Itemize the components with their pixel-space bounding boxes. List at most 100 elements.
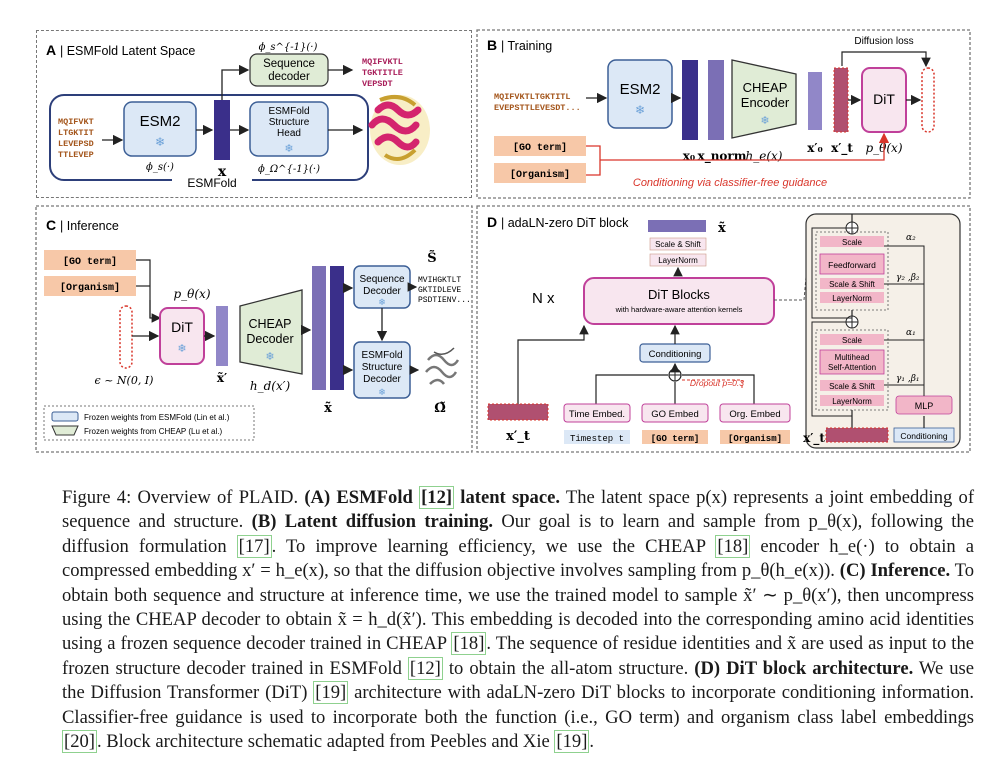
svg-text:MQIFVKT: MQIFVKT	[58, 117, 94, 127]
dit-blocks-box	[583, 277, 775, 325]
alpha-2-label: α₂	[906, 233, 916, 243]
organism-label-b: [Organism]	[510, 169, 570, 181]
organism-label-d: [Organism]	[728, 434, 782, 444]
svg-text:VEPSDT: VEPSDT	[362, 79, 393, 89]
panel-a-input-seq: MQIFVKT LTGKTIT LEVEPSD TTLEVEP	[58, 117, 94, 160]
citation-link[interactable]: [20]	[62, 730, 97, 754]
snowflake-icon: ❄	[635, 103, 645, 117]
snowflake-icon: ❄	[760, 115, 769, 127]
xt-input-bar-d	[487, 403, 549, 421]
conditioning-label-b: Conditioning via classifier-free guidanc…	[633, 177, 827, 189]
output-xtilde-label: x̃	[718, 221, 726, 236]
citation-link[interactable]: [19]	[554, 730, 590, 754]
structure-head-box	[249, 101, 329, 157]
svg-text:GKTIDLEVE: GKTIDLEVE	[418, 286, 461, 295]
s-tilde-label: S̃	[427, 250, 436, 266]
gamma-beta-1-label: γ₁ ,β₁	[896, 374, 920, 384]
go-term-chip-d	[642, 430, 708, 444]
go-term-chip-c	[44, 250, 136, 270]
organism-label-c: [Organism]	[60, 282, 120, 294]
cheap-encoder-label-1: CHEAP	[743, 80, 788, 95]
layernorm-2	[820, 292, 884, 303]
svg-text:MQIFVKTL: MQIFVKTL	[362, 57, 403, 67]
dit-label-c: DiT	[171, 319, 193, 335]
panel-d-letter: D	[487, 214, 497, 230]
scale-shift-1	[820, 380, 884, 391]
dit-blocks-sublabel: with hardware-aware attention kernels	[615, 305, 743, 314]
figure-caption: Figure 4: Overview of PLAID. (A) ESMFold…	[62, 486, 975, 754]
citation-link[interactable]: [19]	[313, 681, 349, 705]
dit-box-c	[159, 307, 205, 365]
org-embed-label: Org. Embed	[729, 409, 780, 420]
dit-label-b: DiT	[873, 91, 895, 107]
legend-swatch-esmfold	[51, 411, 79, 422]
xt-label-d: x′_t	[506, 429, 530, 444]
svg-text:Head: Head	[277, 128, 301, 139]
layernorm-top-label: LayerNorm	[658, 256, 698, 265]
legend-text-esmfold: Frozen weights from ESMFold (Lin et al.)	[84, 413, 230, 422]
timestep-chip	[564, 430, 630, 444]
noise-input	[119, 305, 133, 369]
svg-text:MQIFVKTLTGKTITL: MQIFVKTLTGKTITL	[494, 92, 571, 102]
ptheta-label-c: p_θ(x)	[173, 287, 210, 301]
sequence-decoder-label-c2: Decoder	[363, 286, 401, 297]
omega-label: Ω̃	[434, 401, 446, 416]
esm2-box-a	[123, 101, 197, 157]
structure-head-label: ESMFold Structure Head	[268, 106, 309, 139]
mhsa-label-2: Self-Attention	[828, 363, 876, 372]
snowflake-icon: ❄	[155, 135, 165, 149]
xt-prime-bar	[833, 67, 849, 133]
citation-link[interactable]: [12]	[407, 656, 443, 680]
structure-decoder-label-c: ESMFold Structure Decoder	[361, 350, 402, 385]
conditioning-label-detail: Conditioning	[900, 431, 948, 441]
go-embed-box	[641, 403, 709, 423]
predicted-structure-image	[425, 347, 460, 385]
svg-text:LTGKTIT: LTGKTIT	[58, 128, 94, 138]
noise-prediction	[921, 67, 935, 133]
panel-d	[476, 205, 971, 453]
go-term-label-c: [GO term]	[63, 256, 117, 268]
panel-c-title: | Inference	[60, 219, 119, 233]
cheap-decoder	[239, 289, 303, 375]
layernorm-2-label: LayerNorm	[832, 294, 872, 303]
citation-link[interactable]: [18]	[715, 534, 751, 558]
xt-prime-label: x′_t	[831, 141, 853, 156]
citation-link[interactable]: [12]	[419, 486, 455, 509]
snowflake-icon: ❄	[265, 351, 274, 363]
svg-text:Decoder: Decoder	[363, 374, 401, 385]
panel-b-title: | Training	[501, 39, 552, 53]
mlp-label: MLP	[915, 401, 934, 411]
snowflake-icon: ❄	[378, 387, 386, 397]
snowflake-icon: ❄	[284, 143, 293, 155]
esm2-label-a: ESM2	[140, 113, 181, 130]
panel-a-output-seq: MQIFVKTL TGKTITLE VEPSDT	[362, 57, 403, 89]
snowflake-icon: ❄	[378, 297, 386, 307]
x0-prime-label: x′₀	[807, 141, 823, 155]
svg-text:LEVEPSD: LEVEPSD	[58, 139, 94, 149]
xt-input-bar-detail	[825, 427, 889, 443]
snowflake-icon: ❄	[177, 343, 186, 355]
panel-b-input-seq: MQIFVKTLTGKTITL EVEPSTTLEVESDT...	[494, 92, 581, 113]
xtilde-label-c: x̃	[324, 401, 332, 416]
svg-text:TGKTITLE: TGKTITLE	[362, 68, 403, 78]
xtilde-prime-bar	[216, 306, 228, 366]
cheap-encoder	[731, 59, 797, 139]
esm2-label-b: ESM2	[620, 81, 661, 98]
svg-text:Structure: Structure	[362, 362, 403, 373]
citation-link[interactable]: [17]	[236, 534, 272, 558]
panel-a-letter: A	[46, 42, 56, 58]
dropout-label: Dropout p=0.3	[690, 378, 744, 388]
esmfold-label: ESMFold	[187, 176, 236, 190]
panel-b	[476, 29, 971, 199]
xnorm-bar	[708, 60, 724, 140]
xt-label-detail: x′_t	[803, 431, 825, 446]
svg-text:ESMFold: ESMFold	[361, 350, 402, 361]
phi-s-label: ϕ_s(·)	[146, 162, 174, 173]
xtilde-bar-2	[330, 266, 344, 390]
organism-chip-d	[720, 430, 790, 444]
cheap-decoder-label-1: CHEAP	[248, 317, 291, 331]
citation-link[interactable]: [18]	[451, 632, 487, 656]
alpha-1-label: α₁	[906, 328, 916, 338]
panel-d-title: | adaLN-zero DiT block	[501, 216, 629, 230]
go-term-label-d: [GO term]	[651, 434, 700, 444]
